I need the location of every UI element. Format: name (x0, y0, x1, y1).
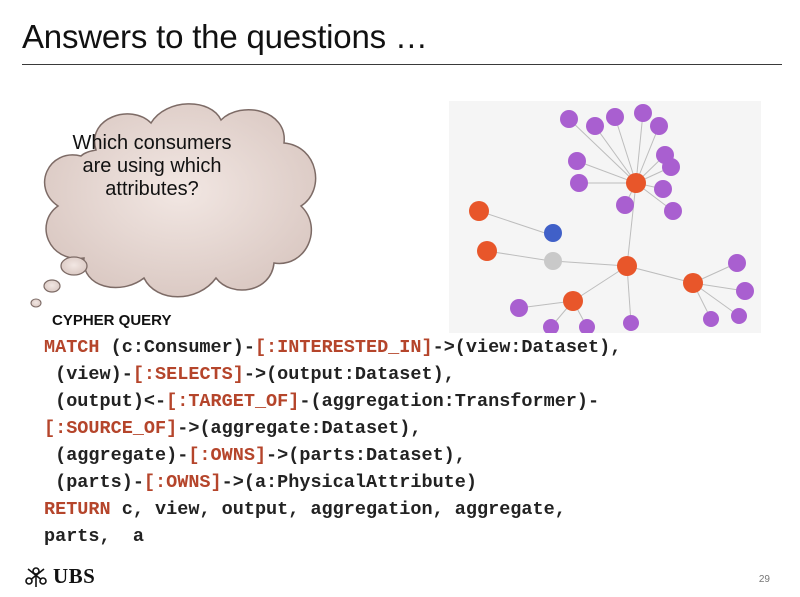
ubs-logo: UBS (24, 564, 95, 589)
code-keyword: RETURN (44, 499, 111, 520)
code-relationship: [:OWNS] (143, 472, 222, 493)
code-text: ->(output:Dataset), (243, 364, 455, 385)
query-heading: CYPHER QUERY (52, 312, 172, 329)
code-line: (parts)-[:OWNS]->(a:PhysicalAttribute) (44, 472, 477, 493)
thought-cloud (30, 103, 317, 308)
code-text: (c:Consumer)- (99, 337, 255, 358)
code-relationship: [:TARGET_OF] (166, 391, 300, 412)
logo-text: UBS (53, 564, 96, 588)
code-line: (view)-[:SELECTS]->(output:Dataset), (44, 364, 455, 385)
code-line: (aggregate)-[:OWNS]->(parts:Dataset), (44, 445, 466, 466)
cypher-query-code: MATCH (c:Consumer)-[:INTERESTED_IN]->(vi… (44, 334, 621, 550)
code-relationship: [:INTERESTED_IN] (254, 337, 433, 358)
code-text: parts, a (44, 526, 144, 547)
code-text: c, view, output, aggregation, aggregate, (110, 499, 566, 520)
code-text: ->(a:PhysicalAttribute) (221, 472, 477, 493)
callout-question: Which consumers are using which attribut… (72, 132, 232, 200)
code-line: (output)<-[:TARGET_OF]-(aggregation:Tran… (44, 391, 599, 412)
graph-visualization-icon (469, 104, 754, 333)
code-relationship: [:SOURCE_OF] (44, 418, 178, 439)
code-line: [:SOURCE_OF]->(aggregate:Dataset), (44, 418, 421, 439)
code-text: (output)<- (44, 391, 167, 412)
code-text: ->(view:Dataset), (432, 337, 622, 358)
code-relationship: [:SELECTS] (132, 364, 244, 385)
code-text: (view)- (44, 364, 133, 385)
code-text: (aggregate)- (44, 445, 189, 466)
title-divider (22, 64, 782, 65)
slide-title: Answers to the questions … (22, 18, 428, 55)
ubs-keys-icon (25, 566, 47, 587)
code-text: (parts)- (44, 472, 144, 493)
code-relationship: [:OWNS] (188, 445, 267, 466)
page-number: 29 (758, 574, 770, 585)
code-line: parts, a (44, 526, 144, 547)
code-text: -(aggregation:Transformer)- (299, 391, 600, 412)
graph-visualization (449, 101, 761, 333)
code-text: ->(parts:Dataset), (266, 445, 466, 466)
code-line: RETURN c, view, output, aggregation, agg… (44, 499, 566, 520)
code-text: ->(aggregate:Dataset), (177, 418, 422, 439)
code-line: MATCH (c:Consumer)-[:INTERESTED_IN]->(vi… (44, 337, 621, 358)
code-keyword: MATCH (44, 337, 100, 358)
